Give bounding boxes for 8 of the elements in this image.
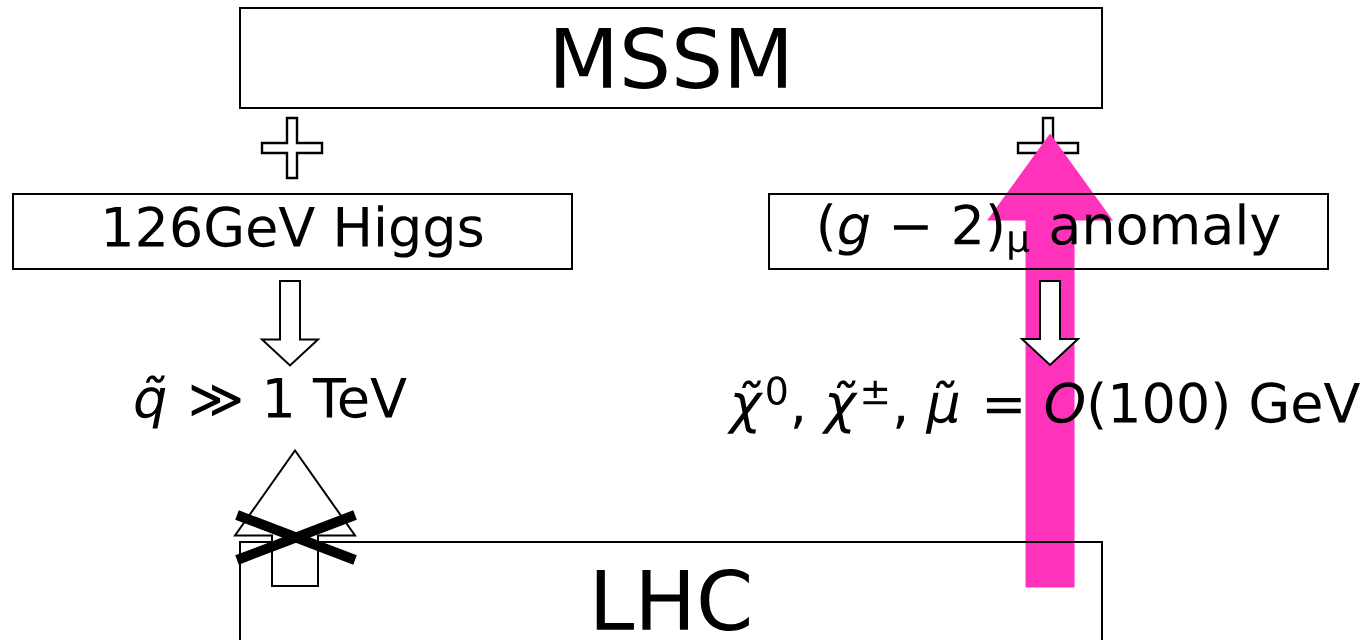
block-arrow	[233, 448, 357, 587]
arrow	[987, 133, 1113, 588]
block-arrow	[1019, 280, 1081, 367]
text-box: 126GeV Higgs	[12, 193, 573, 270]
text-box: MSSM	[239, 7, 1103, 109]
formula-text: q̃ ≫ 1 TeV	[135, 375, 407, 429]
block-arrow	[259, 280, 321, 367]
text-box: LHC	[239, 541, 1103, 640]
